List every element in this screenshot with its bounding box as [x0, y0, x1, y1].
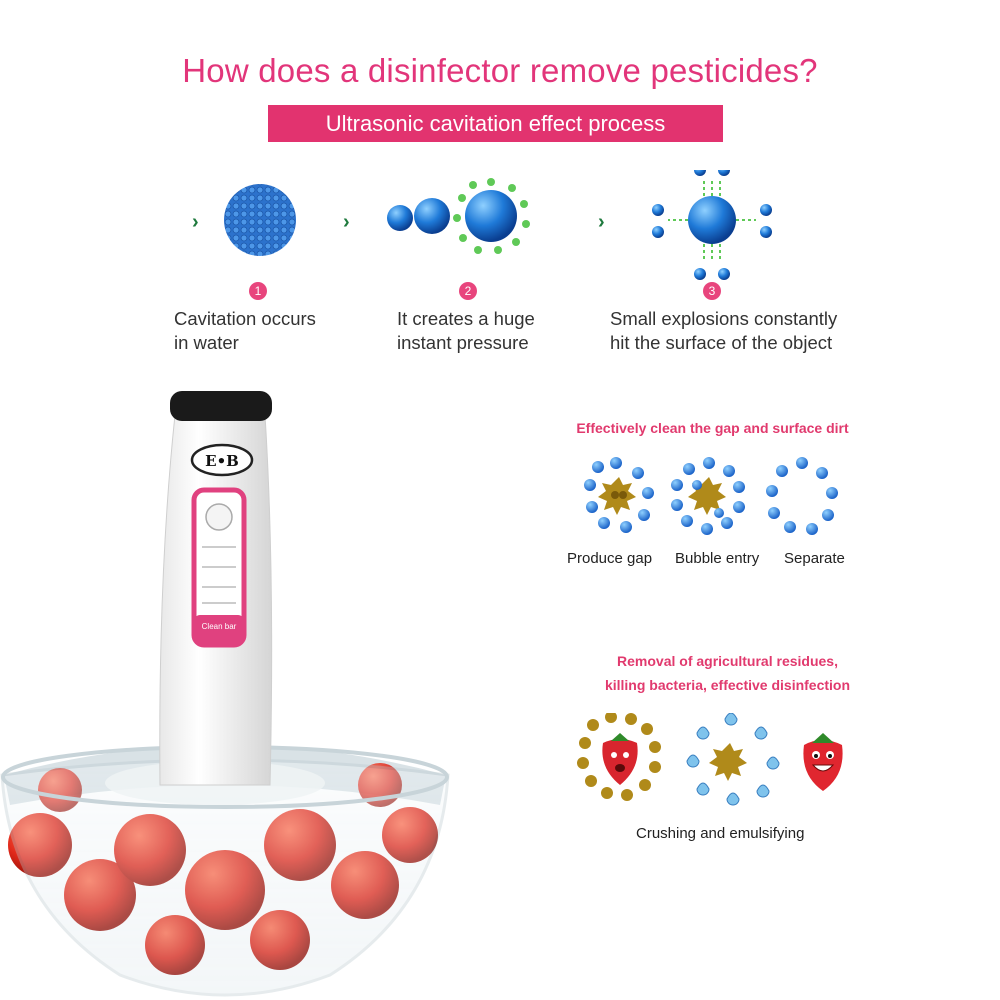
- germ-ring-icon: [577, 713, 661, 801]
- page-title: How does a disinfector remove pesticides…: [182, 52, 818, 89]
- gap-clean-heading: Effectively clean the gap and surface di…: [576, 420, 849, 436]
- next-arrow-icon: ›: [343, 211, 350, 233]
- device-illustration: [0, 391, 450, 997]
- gap-clean-diagram: [584, 457, 838, 535]
- crushing-caption: Crushing and emulsifying: [636, 825, 805, 842]
- stage-label: Bubble entry: [675, 550, 760, 567]
- step-description: Small explosions constantly hit the surf…: [610, 308, 838, 353]
- dirt-particle-icon: [598, 477, 636, 515]
- process-banner: Ultrasonic cavitation effect process: [268, 105, 723, 142]
- next-arrow-icon: ›: [598, 211, 605, 233]
- stage-label: Separate: [784, 550, 845, 567]
- foam-bubble-icon: [224, 184, 296, 256]
- next-arrow-icon: ›: [192, 211, 199, 233]
- water-droplet-icon: [686, 713, 780, 806]
- bubble-icon: [414, 198, 450, 234]
- bubble-ring-icon: [584, 457, 654, 533]
- cavitation-diagram: › › ›: [192, 170, 772, 280]
- bubble-icon: [465, 190, 517, 242]
- step-number-badge: 1: [249, 282, 267, 300]
- germ-icon: [709, 743, 747, 781]
- device-cap: [170, 391, 272, 421]
- bubble-ring-icon: [766, 457, 838, 535]
- sad-strawberry-icon: [602, 733, 638, 785]
- disinfection-diagram: [577, 713, 843, 806]
- step-number-badge: 3: [703, 282, 721, 300]
- small-bubbles-icon: [652, 170, 772, 280]
- clean-button-label: Clean bar: [201, 622, 237, 631]
- pressure-burst-icon: [453, 178, 530, 254]
- power-button-icon: [205, 503, 233, 531]
- brand-logo: E•B: [205, 452, 239, 470]
- residue-heading-line2: killing bacteria, effective disinfection: [604, 677, 851, 693]
- bubble-ring-icon: [671, 457, 745, 535]
- step-number-badge: 2: [459, 282, 477, 300]
- bubble-icon: [387, 205, 413, 231]
- step-description: It creates a huge instant pressure: [397, 308, 535, 353]
- residue-heading-line1: Removal of agricultural residues,: [617, 653, 838, 669]
- happy-strawberry-icon: [803, 733, 843, 791]
- bubble-icon: [688, 196, 736, 244]
- stage-label: Produce gap: [567, 550, 653, 567]
- explosion-lines-icon: [668, 178, 756, 262]
- step-description: Cavitation occurs in water: [174, 308, 316, 353]
